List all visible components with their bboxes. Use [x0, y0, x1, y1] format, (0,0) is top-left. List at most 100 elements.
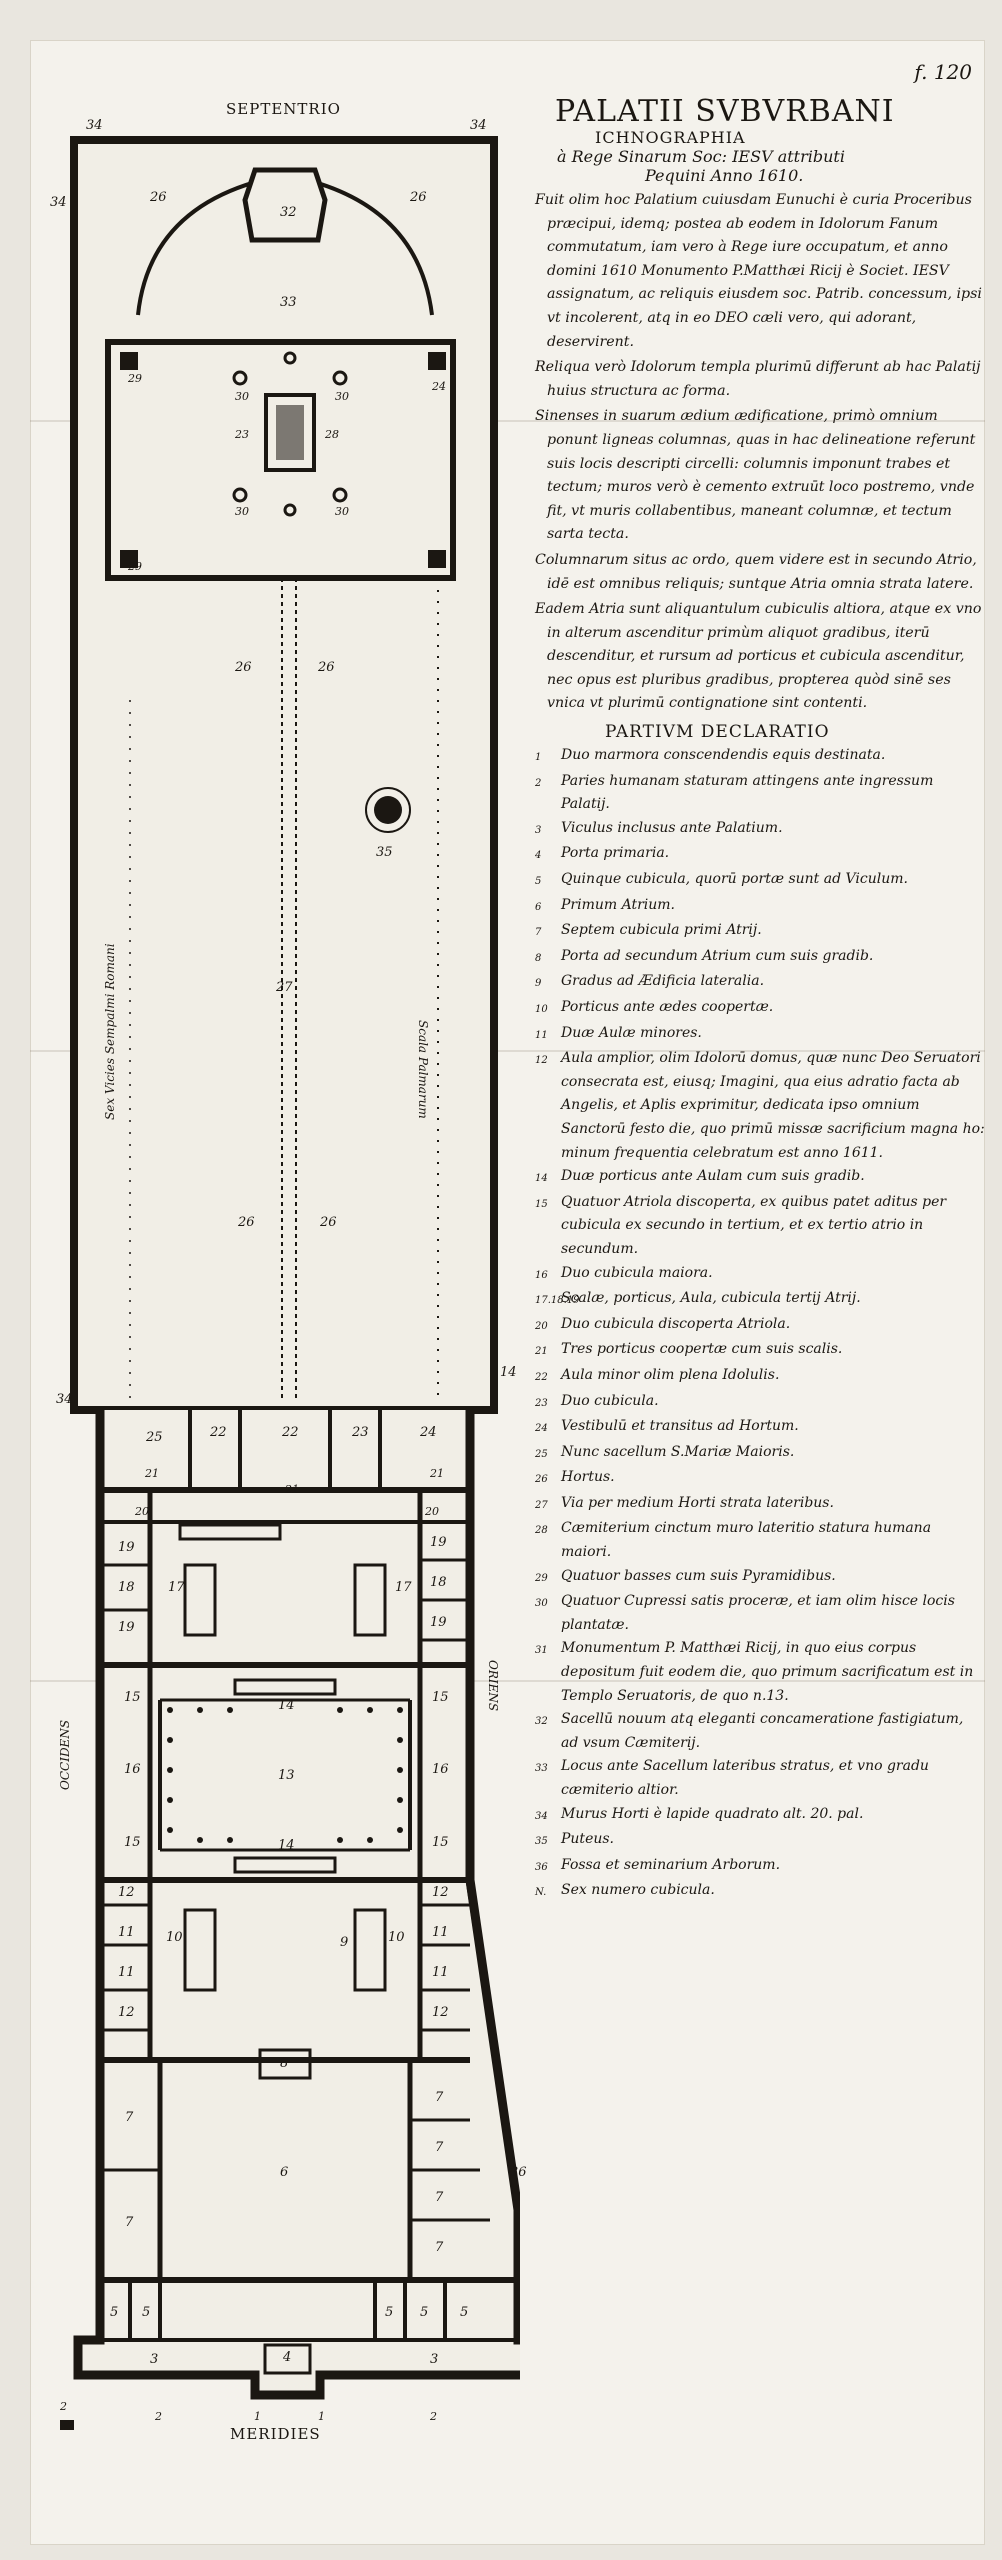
room-number: 19 [430, 1615, 447, 1630]
legend-number: 8 [535, 952, 542, 964]
legend-text: Tres porticus coopertæ cum suis scalis. [561, 1341, 843, 1358]
room-number: 10 [166, 1930, 183, 1945]
fold-crease [30, 1050, 985, 1052]
room-number: 11 [432, 1965, 449, 1980]
room-number: 26 [238, 1215, 255, 1230]
legend-number: 25 [535, 1448, 548, 1460]
room-number: 30 [335, 390, 349, 403]
description-paragraph: Fuit olim hoc Palatium cuiusdam Eunuchi … [535, 192, 982, 350]
pyramid [120, 550, 138, 568]
room-number: 14 [500, 1365, 517, 1380]
legend-number: 20 [535, 1320, 548, 1332]
room-number: 14 [278, 1838, 295, 1853]
legend-number: 24 [535, 1423, 548, 1435]
legend-item: 25 Nunc sacellum S.Mariæ Maioris. [535, 1441, 985, 1467]
legend-text: Quinque cubicula, quorū portæ sunt ad Vi… [561, 871, 908, 888]
stair [233, 1678, 337, 1696]
columns [167, 1707, 403, 1843]
room-number: 33 [280, 295, 297, 310]
legend-text: Duo cubicula maiora. [561, 1264, 713, 1281]
room-number: 29 [128, 372, 142, 385]
legend-text: Duæ Aulæ minores. [561, 1024, 702, 1041]
room-number: 11 [118, 1925, 135, 1940]
cypress [283, 351, 297, 365]
legend-number: 34 [535, 1810, 548, 1822]
legend-text: Viculus inclusus ante Palatium. [561, 819, 783, 836]
plan-drawing [60, 136, 520, 2430]
room-number: 8 [280, 2056, 289, 2071]
legend-text: Quatuor basses cum suis Pyramidibus. [561, 1567, 836, 1584]
room-number: 5 [385, 2305, 394, 2320]
room-number: 5 [460, 2305, 469, 2320]
legend-text: Monumentum P. Matthæi Ricij, in quo eius… [561, 1640, 974, 1704]
stair [183, 1563, 217, 1637]
room-number: 26 [150, 190, 167, 205]
legend-text: Septem cubicula primi Atrij. [561, 922, 762, 939]
chapel [242, 167, 328, 243]
room-number: 19 [430, 1535, 447, 1550]
legend-item: N.Sex numero cubicula. [535, 1879, 985, 1905]
description-paragraph: Reliqua verò Idolorum templa plurimū dif… [535, 359, 981, 399]
pyramid [428, 352, 446, 370]
room-number: 2 [60, 2400, 67, 2413]
legend-item: 23 Duo cubicula. [535, 1390, 985, 1416]
cypress [332, 370, 348, 386]
section-title: PARTIVM DECLARATIO [605, 722, 830, 743]
room-number: 18 [118, 1580, 135, 1595]
room-number: 26 [320, 1215, 337, 1230]
legend-text: Sex numero cubicula. [561, 1882, 715, 1899]
cypress [232, 370, 248, 386]
legend-number: 16 [535, 1269, 548, 1281]
legend-text: Duo cubicula. [561, 1392, 659, 1409]
legend-number: 7 [535, 927, 542, 939]
room-number: 22 [282, 1425, 299, 1440]
legend-text: Nunc sacellum S.Mariæ Maioris. [561, 1443, 795, 1460]
room-number: 12 [432, 1885, 449, 1900]
stair [183, 1908, 217, 1992]
room-number: 1 [254, 2410, 261, 2423]
legend-text: Porticus ante ædes coopertæ. [561, 999, 774, 1015]
room-number: 16 [124, 1762, 141, 1777]
room-number: 7 [435, 2240, 444, 2255]
left-inscription: Sex Vicies Sempalmi Romani [103, 943, 117, 1120]
legend-number: 4 [535, 850, 542, 862]
north-label: SEPTENTRIO [226, 100, 341, 118]
room-number: 34 [56, 1392, 73, 1407]
floor-plan: SEPTENTRIO MERIDIES OCCIDENS ORIENS Sex … [50, 100, 527, 2443]
room-number: 15 [124, 1690, 141, 1705]
room-number: 5 [110, 2305, 119, 2320]
legend-number: 1 [535, 752, 542, 764]
legend-text: Aula minor olim plena Idolulis. [561, 1366, 780, 1383]
room-number: 17 [168, 1580, 185, 1595]
east-label: ORIENS [486, 1660, 500, 1712]
legend-text: Aula amplior, olim Idolorū domus, quæ nu… [561, 1050, 985, 1161]
legend-number: 36 [535, 1861, 548, 1873]
legend-item: 34 Murus Horti è lapide quadrato alt. 20.… [535, 1803, 985, 1829]
legend-number: 12 [535, 1055, 548, 1067]
well-rim [365, 787, 411, 833]
room-number: 5 [142, 2305, 151, 2320]
room-number: 35 [376, 845, 393, 860]
room-number: 1 [318, 2410, 325, 2423]
room-number: 3 [150, 2352, 159, 2367]
room-number: 17 [395, 1580, 412, 1595]
legend-number: 22 [535, 1371, 548, 1383]
room-number: 25 [146, 1430, 163, 1445]
legend-number: 23 [535, 1397, 548, 1409]
fold-crease [30, 420, 985, 422]
stair [353, 1908, 387, 1992]
description-paragraph: Columnarum situs ac ordo, quem videre es… [535, 551, 977, 592]
room-number: 30 [335, 505, 349, 518]
legend-text: Murus Horti è lapide quadrato alt. 20. p… [561, 1805, 864, 1822]
